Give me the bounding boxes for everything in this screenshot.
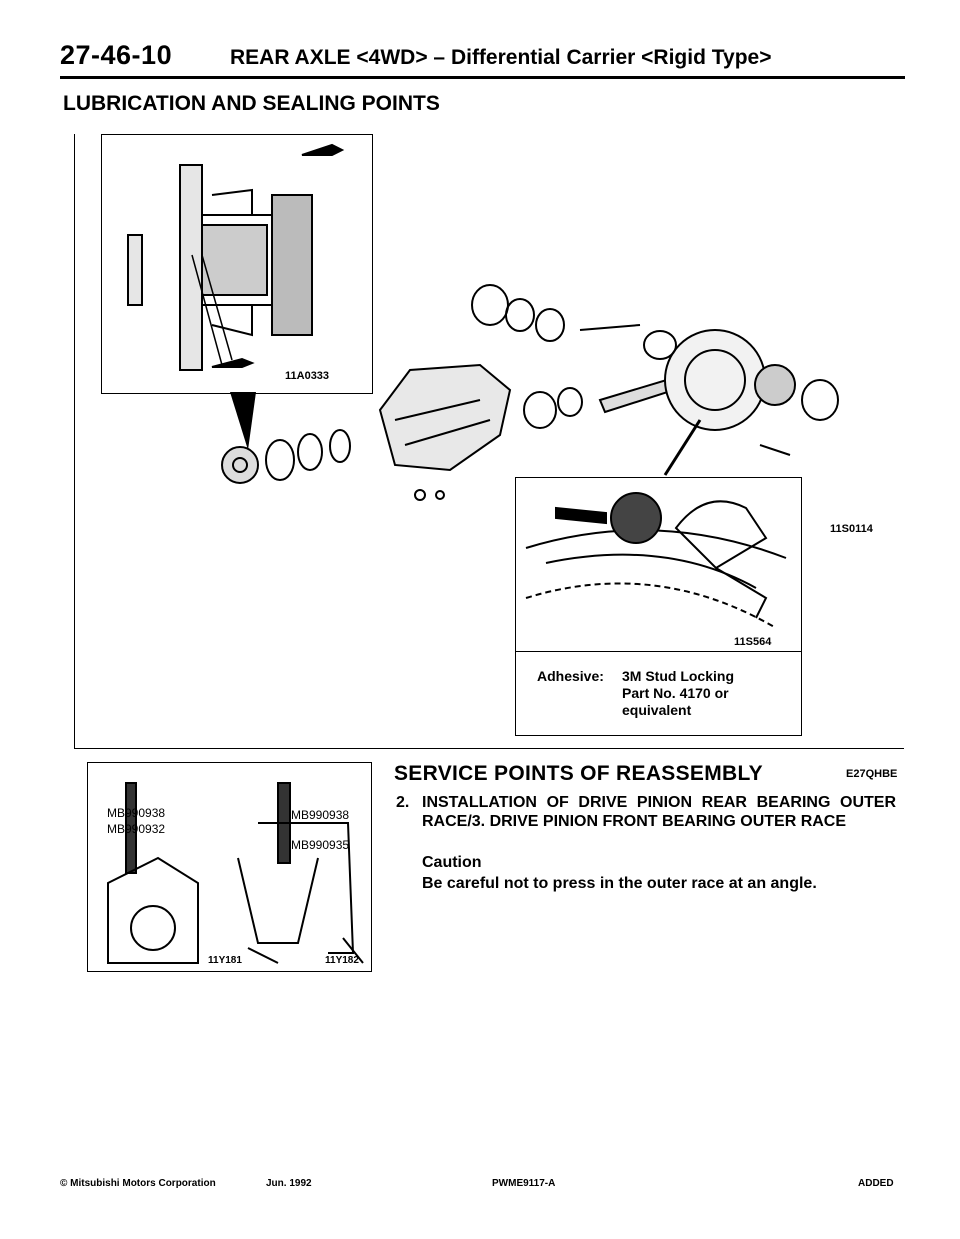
special-tools-figure: MB990938 MB990932 MB990938 MB990935 11Y1… [87, 762, 372, 972]
tool-label-2: MB990932 [107, 822, 166, 836]
page-number: 27-46-10 [60, 40, 173, 70]
main-figure-code: 11S0114 [830, 523, 873, 535]
seal-detail-inset: 11A0333 [101, 134, 373, 394]
header-rule [60, 76, 905, 79]
tool-label-1: MB990938 [107, 806, 166, 820]
top-inset-pointer [230, 392, 256, 450]
footer-status: ADDED [858, 1178, 894, 1189]
adhesive-detail-inset: 11S564 [515, 477, 802, 736]
adhesive-line-1: 3M Stud Locking [622, 668, 734, 684]
step-2: 2. INSTALLATION OF DRIVE PINION REAR BEA… [396, 793, 896, 831]
top-inset-code: 11A0333 [285, 370, 330, 382]
ring-gear-bolt-illustration [525, 492, 787, 629]
bottom-inset-code: 11S564 [734, 636, 772, 648]
caution-text: Be careful not to press in the outer rac… [422, 875, 817, 892]
footer-date: Jun. 1992 [266, 1178, 312, 1189]
tool-label-3: MB990938 [291, 808, 350, 822]
left-margin-rule [74, 134, 75, 748]
tool-label-4: MB990935 [291, 838, 350, 852]
page-title: REAR AXLE <4WD> – Differential Carrier <… [230, 46, 772, 69]
adhesive-line-2: Part No. 4170 or [622, 685, 729, 701]
differential-exploded-illustration [221, 284, 839, 501]
section-divider [74, 748, 904, 749]
step-text: INSTALLATION OF DRIVE PINION REAR BEARIN… [422, 794, 896, 830]
service-points-title: SERVICE POINTS OF REASSEMBLY [394, 762, 763, 785]
footer-copyright: © Mitsubishi Motors Corporation [60, 1178, 216, 1189]
seal-detail-illustration [127, 143, 345, 371]
tools-right-code: 11Y182 [325, 955, 359, 966]
section-title: LUBRICATION AND SEALING POINTS [63, 92, 440, 115]
step-number: 2. [396, 794, 410, 811]
tools-left-code: 11Y181 [208, 955, 242, 966]
caution-label: Caution [422, 854, 482, 871]
inset-divider [516, 651, 801, 652]
footer-doc-code: PWME9117-A [492, 1178, 556, 1189]
adhesive-label: Adhesive: [537, 668, 604, 684]
adhesive-line-3: equivalent [622, 702, 692, 718]
bearing-race-installation-illustration [107, 782, 364, 964]
adhesive-spec: 3M Stud Locking Part No. 4170 or equival… [622, 668, 734, 719]
service-points-code: E27QHBE [846, 768, 898, 780]
